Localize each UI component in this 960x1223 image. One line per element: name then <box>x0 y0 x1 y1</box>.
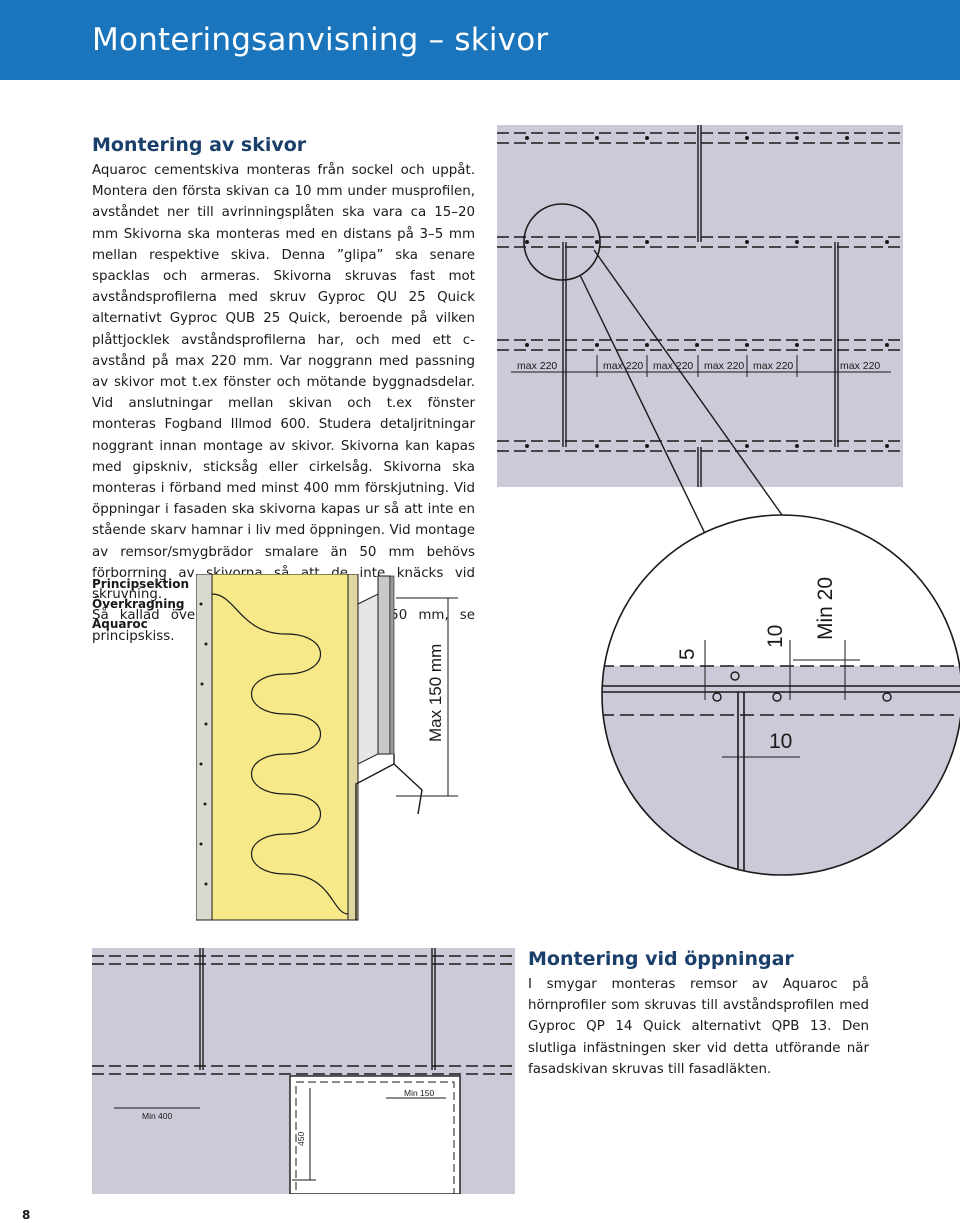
render-layer <box>389 575 395 755</box>
detail-enlargement-circle <box>601 514 960 876</box>
opening-dim-min400: Min 400 <box>142 1111 173 1121</box>
opening-dim-min150: Min 150 <box>404 1088 435 1098</box>
section-title-montering: Montering av skivor <box>92 134 307 156</box>
opening-dim-450: 450 <box>296 1132 306 1146</box>
section-title-oppningar: Montering vid öppningar <box>528 948 794 970</box>
insulation-pattern <box>211 593 349 915</box>
aquaroc-board <box>377 575 391 755</box>
spacing-label: max 220 <box>840 360 880 372</box>
window-opening <box>289 1075 461 1194</box>
spacing-label: max 220 <box>517 360 557 372</box>
dim-10-bottom: 10 <box>769 730 792 753</box>
overhang-section-figure: Max 150 mm <box>196 574 458 921</box>
overhang-dimension-label: Max 150 mm <box>426 644 445 742</box>
spacing-label: max 220 <box>603 360 643 372</box>
section-caption: Principsektion Överkragning Aquaroc <box>92 574 192 634</box>
lower-board <box>602 666 960 875</box>
dim-10-top: 10 <box>764 625 787 648</box>
dim-5: 5 <box>676 648 699 660</box>
page-title: Monteringsanvisning – skivor <box>92 22 549 58</box>
oppningar-body-text: I smygar monteras remsor av Aquaroc på h… <box>528 977 869 1077</box>
montering-paragraph-1: Aquaroc cementskiva monteras från sockel… <box>92 163 475 603</box>
spacing-label: max 220 <box>653 360 693 372</box>
opening-elevation-figure: Min 400 Min 150 450 <box>92 948 515 1194</box>
board-background <box>497 125 903 487</box>
dim-min-20: Min 20 <box>814 577 837 640</box>
spacing-label: max 220 <box>753 360 793 372</box>
montering-body-text: Aquaroc cementskiva monteras från sockel… <box>92 160 475 648</box>
header-bar: Monteringsanvisning – skivor <box>0 0 960 80</box>
caption-line: Principsektion <box>92 577 190 591</box>
panel-elevation-figure: max 220 max 220 max 220 max 220 max 220 … <box>497 125 903 487</box>
page-number: 8 <box>22 1208 31 1222</box>
inner-board <box>196 574 213 921</box>
insulation <box>211 574 349 921</box>
spacer-profile <box>357 593 379 765</box>
spacing-label: max 220 <box>704 360 744 372</box>
caption-line: Aquaroc <box>92 617 148 631</box>
flashing <box>355 754 423 920</box>
detail-callout-circle <box>523 203 601 281</box>
caption-line: Överkragning <box>92 597 185 611</box>
